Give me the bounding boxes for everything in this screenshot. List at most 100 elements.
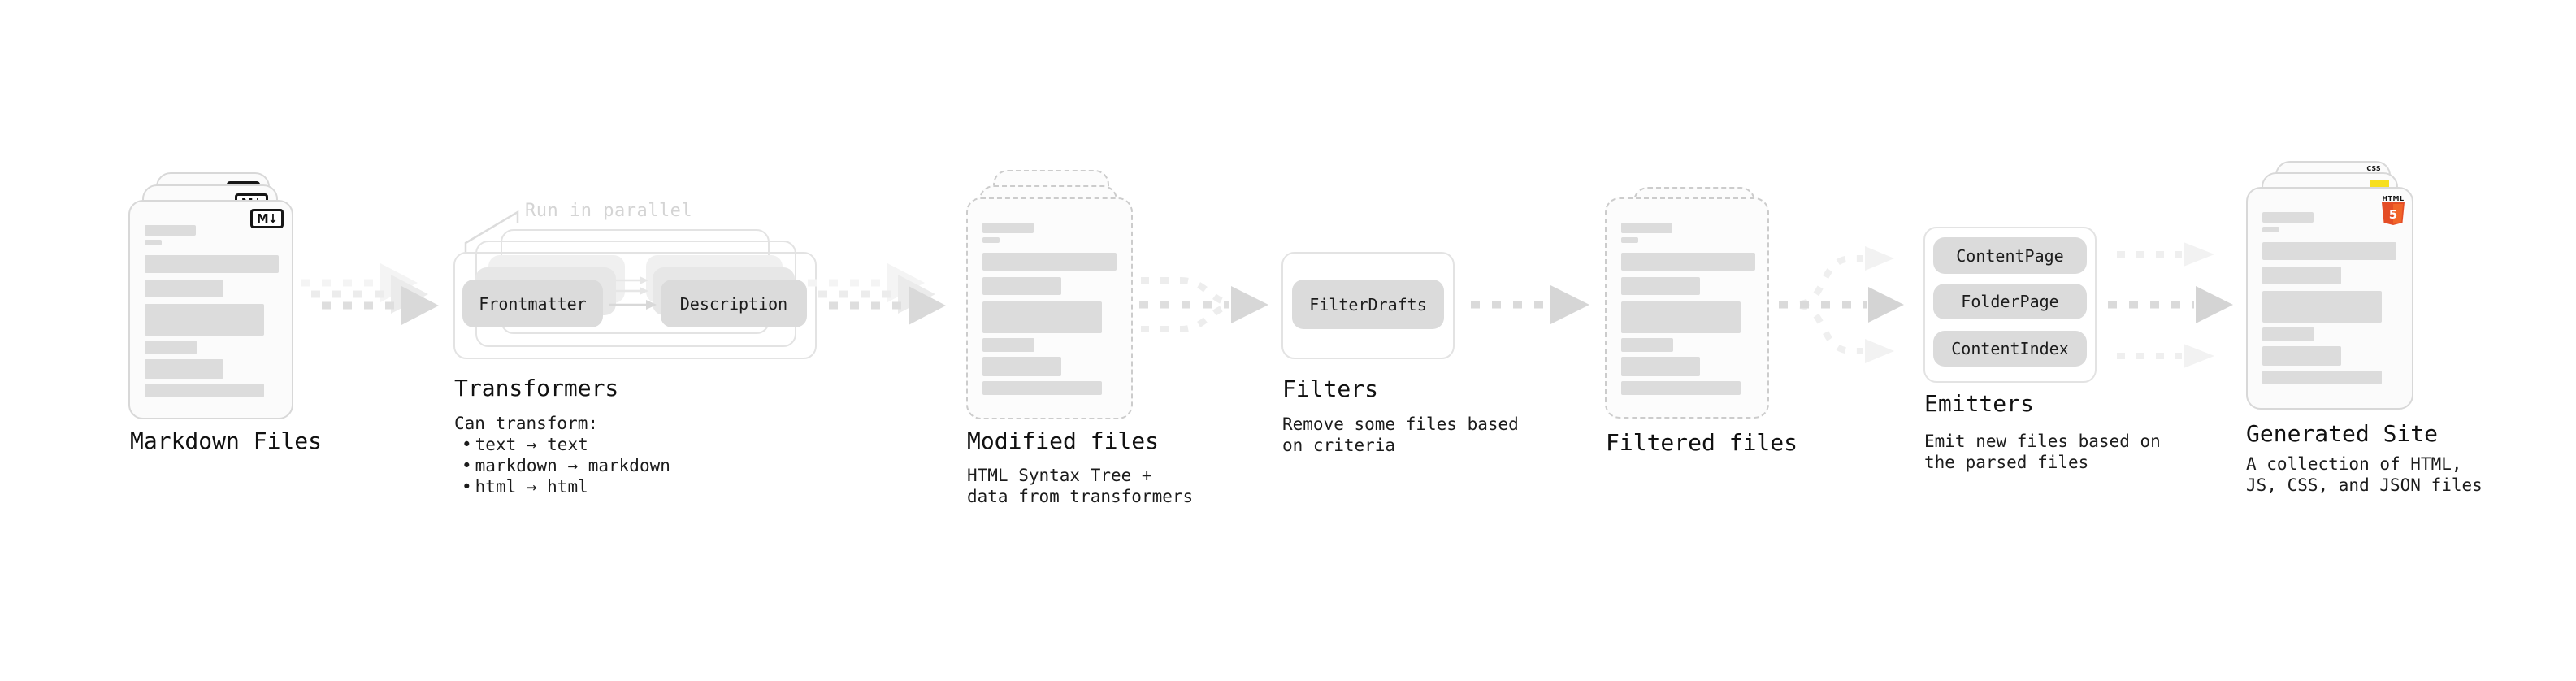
transformers-description: Can transform: •text → text •markdown → … (454, 413, 670, 497)
modified-file-card-front (966, 197, 1133, 419)
placeholder-line (1621, 357, 1700, 376)
markdown-icon-label: M↓ (256, 211, 278, 226)
stage-title-filtered-files: Filtered files (1606, 429, 1798, 456)
stage-title-emitters: Emitters (1924, 390, 2034, 417)
list-item-text: markdown → markdown (475, 456, 670, 475)
placeholder-content (2262, 212, 2396, 384)
stage-title-generated-site: Generated Site (2246, 420, 2439, 447)
transformer-card-front (453, 252, 817, 359)
placeholder-line (1621, 338, 1673, 352)
contentpage-chip: ContentPage (1933, 237, 2087, 274)
placeholder-line (1621, 253, 1755, 271)
markdown-file-card-front: M↓ (128, 200, 293, 419)
modified-files-description: HTML Syntax Tree + data from transformer… (967, 465, 1193, 507)
merge-arrow-modified-to-filters (1139, 277, 1268, 332)
bullet-glyph: • (462, 456, 472, 475)
placeholder-line (145, 304, 264, 336)
description-chip-label: Description (679, 293, 788, 314)
placeholder-line (145, 240, 162, 245)
list-item-text: text → text (475, 435, 588, 454)
placeholder-line (145, 280, 223, 297)
placeholder-line (2262, 346, 2341, 366)
placeholder-line (1621, 237, 1638, 243)
filtered-file-card-front (1605, 197, 1769, 419)
stage-title-modified-files: Modified files (967, 427, 1160, 454)
placeholder-line (145, 340, 197, 354)
markdown-icon: M↓ (250, 209, 284, 228)
html5-icon: HTML 5 (2381, 195, 2405, 225)
frontmatter-chip-label: Frontmatter (479, 293, 587, 314)
flow-arrow-filters-to-filtered (1471, 285, 1589, 324)
placeholder-content (145, 225, 279, 397)
flow-arrow-transformers-to-modified (808, 263, 946, 325)
placeholder-line (2262, 291, 2382, 323)
transform-list: •text → text •markdown → markdown •html … (454, 434, 670, 497)
desc-line: data from transformers (967, 487, 1194, 506)
placeholder-line (1621, 277, 1700, 295)
stage-title-markdown-files: Markdown Files (130, 427, 323, 454)
desc-line: Emit new files based on (1924, 432, 2161, 451)
placeholder-line (2262, 327, 2314, 341)
placeholder-line (982, 301, 1102, 333)
stage-title-filters: Filters (1282, 375, 1379, 402)
filters-description: Remove some files based on criteria (1282, 414, 1519, 456)
desc-line: on criteria (1282, 436, 1396, 455)
desc-line: the parsed files (1924, 453, 2089, 472)
bullet-glyph: • (462, 477, 472, 497)
parallel-arrows-emitters-to-site (2108, 242, 2233, 368)
desc-line: JS, CSS, and JSON files (2246, 475, 2483, 495)
placeholder-line (2262, 371, 2382, 384)
list-item: •text → text (454, 434, 670, 455)
frontmatter-chip: Frontmatter (462, 280, 603, 327)
placeholder-line (2262, 267, 2341, 284)
filterdrafts-chip: FilterDrafts (1292, 280, 1444, 329)
site-file-card-front: HTML 5 (2246, 187, 2413, 410)
placeholder-line (145, 225, 196, 236)
placeholder-content (982, 223, 1117, 395)
placeholder-line (982, 381, 1102, 395)
placeholder-line (2262, 227, 2279, 232)
placeholder-line (982, 223, 1034, 233)
list-item: •html → html (454, 476, 670, 497)
desc-heading: Can transform: (454, 414, 599, 433)
placeholder-line (1621, 223, 1672, 233)
placeholder-line (145, 359, 223, 379)
list-item: •markdown → markdown (454, 455, 670, 476)
html5-icon-label: HTML (2382, 195, 2405, 202)
annotation-leader-line (464, 210, 519, 254)
desc-line: Remove some files based (1282, 414, 1519, 434)
stage-title-transformers: Transformers (454, 375, 619, 401)
placeholder-line (2262, 212, 2314, 223)
generated-site-description: A collection of HTML, JS, CSS, and JSON … (2246, 453, 2483, 496)
placeholder-line (2262, 242, 2396, 260)
placeholder-line (982, 253, 1117, 271)
placeholder-line (982, 338, 1034, 352)
placeholder-line (145, 255, 279, 273)
placeholder-content (1621, 223, 1755, 395)
chip-link-arrows (609, 276, 657, 310)
split-arrow-filtered-to-emitters (1779, 246, 1904, 363)
run-in-parallel-annotation: Run in parallel (525, 201, 693, 221)
emitters-card (1923, 227, 2097, 383)
folderpage-chip-label: FolderPage (1961, 292, 2059, 311)
folderpage-chip: FolderPage (1933, 284, 2087, 319)
filters-card (1281, 252, 1455, 359)
css3-icon-label: CSS (2366, 165, 2381, 172)
placeholder-line (1621, 381, 1741, 395)
placeholder-line (982, 357, 1061, 376)
flow-arrow-markdown-to-transformers (301, 263, 439, 325)
placeholder-line (982, 277, 1061, 295)
javascript-icon (2370, 180, 2389, 187)
description-chip: Description (661, 280, 807, 327)
html5-number: 5 (2389, 207, 2397, 222)
emitters-description: Emit new files based on the parsed files (1924, 431, 2161, 473)
bullet-glyph: • (462, 435, 472, 454)
desc-line: HTML Syntax Tree + (967, 466, 1152, 485)
html5-shield: 5 (2382, 202, 2405, 225)
contentindex-chip-label: ContentIndex (1951, 339, 2069, 358)
contentindex-chip: ContentIndex (1933, 331, 2087, 367)
placeholder-line (1621, 301, 1741, 333)
contentpage-chip-label: ContentPage (1956, 245, 2064, 266)
list-item-text: html → html (475, 477, 588, 497)
